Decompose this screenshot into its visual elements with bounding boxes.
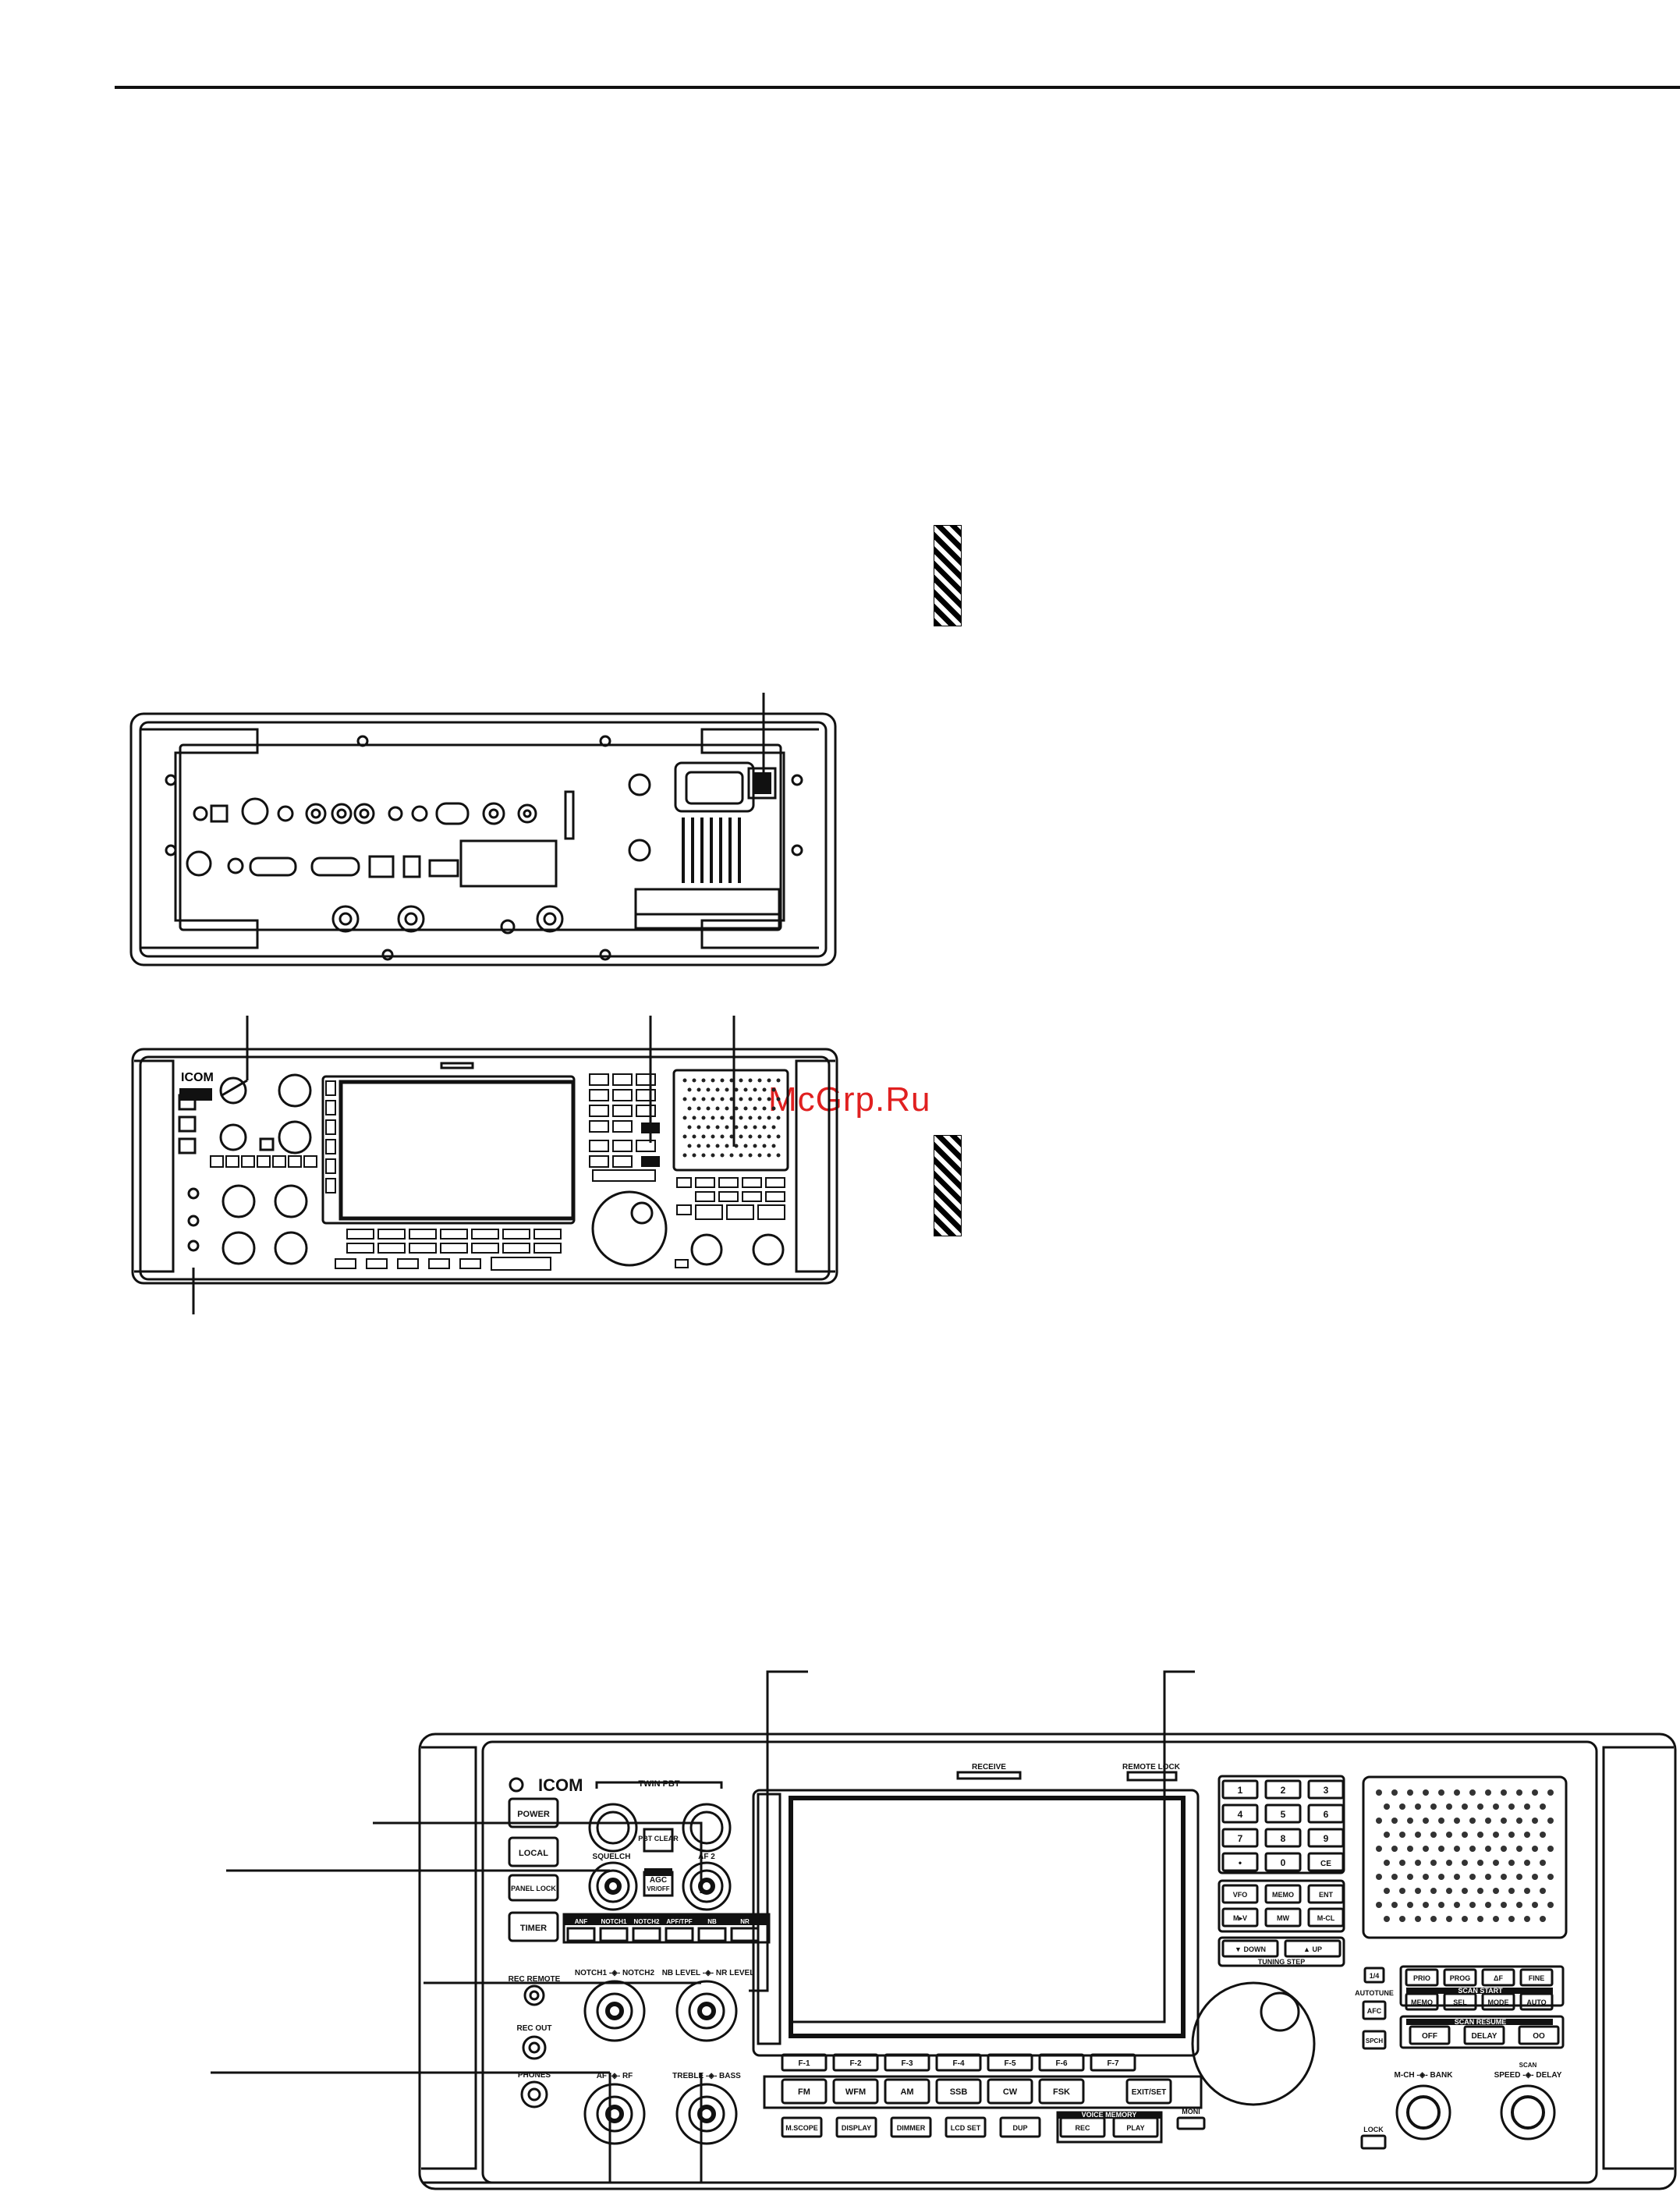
delta-f-key[interactable]: ΔF [1494,1974,1503,1982]
notch-knob-label: NOTCH1 -◈- NOTCH2 [575,1969,655,1977]
mch-bank-knob-label: M-CH -◈- BANK [1395,2071,1454,2080]
speaker-grille [1376,1789,1554,1922]
fsk-mode-key[interactable]: FSK [1053,2087,1070,2097]
key-8[interactable]: 8 [1281,1833,1286,1844]
voice-memory-label: VOICE MEMORY [1082,2111,1137,2119]
key-7[interactable]: 7 [1238,1833,1243,1844]
prog-key[interactable]: PROG [1450,1974,1471,1982]
up-key[interactable]: ▲ UP [1303,1945,1322,1953]
key-ce[interactable]: CE [1320,1860,1331,1868]
note-hatch-marker [934,525,962,626]
scan-resume-label: SCAN RESUME [1455,2018,1507,2026]
scan-mode-key[interactable]: MODE [1488,1999,1509,2006]
local-button[interactable]: LOCAL [519,1849,548,1858]
f4-key[interactable]: F-4 [953,2059,965,2068]
key-0[interactable]: 0 [1281,1857,1286,1868]
fine-key[interactable]: FINE [1529,1974,1545,1982]
afc-key[interactable]: AFC [1367,2007,1382,2015]
front-panel-small-illustration: ICOM [131,1016,838,1314]
remote-lock-label: REMOTE LOCK [1122,1763,1181,1772]
lock-label: LOCK [1363,2126,1384,2133]
play-key[interactable]: PLAY [1126,2124,1144,2132]
f3-key[interactable]: F-3 [902,2059,913,2068]
scan-auto-key[interactable]: AUTO [1526,1999,1546,2006]
squelch-label: SQUELCH [593,1853,631,1861]
f1-key[interactable]: F-1 [799,2059,810,2068]
speed-delay-knob-label: SPEED -◈- DELAY [1494,2071,1562,2080]
panel-lock-button[interactable]: PANEL LOCK [511,1885,556,1892]
down-key[interactable]: ▼ DOWN [1235,1945,1266,1953]
treble-bass-knob-label: TREBLE -◈- BASS [672,2072,741,2080]
front-panel-large-illustration: ICOM POWER LOCAL PANEL LOCK TIMER TWIN P… [211,1670,1677,2190]
mw-key[interactable]: MW [1277,1914,1289,1922]
scan-sel-key[interactable]: SEL [1453,1999,1467,2006]
spch-key[interactable]: SPCH [1366,2038,1383,2045]
key-5[interactable]: 5 [1281,1809,1286,1820]
nb-nr-knob-label: NB LEVEL -◈- NR LEVEL [662,1969,755,1977]
lcd-set-key[interactable]: LCD SET [951,2124,981,2132]
agc-button[interactable]: AGC [650,1876,667,1885]
memo-key[interactable]: MEMO [1272,1891,1294,1899]
note-hatch-marker [934,1135,962,1236]
f2-key[interactable]: F-2 [850,2059,862,2068]
scan-label: SCAN [1519,2062,1537,2069]
key-9[interactable]: 9 [1324,1833,1329,1844]
am-mode-key[interactable]: AM [900,2087,913,2097]
af2-label: AF 2 [698,1853,715,1861]
key-6[interactable]: 6 [1324,1809,1329,1820]
dup-key[interactable]: DUP [1012,2124,1027,2132]
tuning-step-label: TUNING STEP [1258,1958,1306,1966]
resume-delay-key[interactable]: DELAY [1472,2032,1497,2041]
exit-set-key[interactable]: EXIT/SET [1132,2088,1166,2097]
rec-remote-label: REC REMOTE [509,1975,561,1984]
icom-logo-small: ICOM [181,1071,214,1084]
f6-key[interactable]: F-6 [1056,2059,1068,2068]
f7-key[interactable]: F-7 [1108,2059,1119,2068]
autotune-label: AUTOTUNE [1355,1989,1394,1997]
key-3[interactable]: 3 [1324,1785,1329,1796]
agc-sub-label: VR/OFF [647,1885,669,1892]
phones-label: PHONES [518,2071,551,2080]
power-button[interactable]: POWER [517,1810,550,1819]
vfo-key[interactable]: VFO [1233,1891,1248,1899]
m-cl-key[interactable]: M-CL [1317,1914,1335,1922]
rec-key[interactable]: REC [1075,2124,1090,2132]
notch1-button[interactable]: NOTCH1 [601,1918,627,1925]
key-2[interactable]: 2 [1281,1785,1286,1796]
nr-button[interactable]: NR [740,1918,750,1925]
resume-oo-key[interactable]: OO [1533,2032,1545,2041]
rear-panel-illustration [129,693,837,966]
moni-key[interactable]: MONI [1182,2108,1200,2116]
wfm-mode-key[interactable]: WFM [845,2087,866,2097]
anf-button[interactable]: ANF [575,1918,588,1925]
pbt-clear-button[interactable]: PBT CLEAR [638,1835,679,1842]
notch2-button[interactable]: NOTCH2 [634,1918,660,1925]
rec-out-label: REC OUT [517,2024,552,2033]
quarter-key[interactable]: 1/4 [1370,1972,1380,1980]
key-1[interactable]: 1 [1238,1785,1243,1796]
scan-start-label: SCAN START [1458,1987,1503,1995]
prio-key[interactable]: PRIO [1413,1974,1430,1982]
apf-tpf-button[interactable]: APF/TPF [666,1918,692,1925]
icom-logo-large: ICOM [538,1775,583,1795]
key-4[interactable]: 4 [1238,1809,1243,1820]
scan-memo-key[interactable]: MEMO [1411,1999,1433,2006]
display-key[interactable]: DISPLAY [842,2124,871,2132]
resume-off-key[interactable]: OFF [1422,2032,1437,2041]
timer-button[interactable]: TIMER [520,1924,547,1933]
dimmer-key[interactable]: DIMMER [897,2124,926,2132]
twin-pbt-label: TWIN PBT [638,1779,679,1789]
mscope-key[interactable]: M.SCOPE [785,2124,818,2132]
cw-mode-key[interactable]: CW [1003,2087,1018,2097]
m-to-v-key[interactable]: M▸V [1233,1914,1247,1922]
f5-key[interactable]: F-5 [1005,2059,1016,2068]
ent-key[interactable]: ENT [1319,1891,1334,1899]
af-rf-knob-label: AF -◈- RF [597,2072,633,2080]
ssb-mode-key[interactable]: SSB [950,2087,968,2097]
nb-button[interactable]: NB [707,1918,717,1925]
fm-mode-key[interactable]: FM [798,2087,810,2097]
receive-indicator-label: RECEIVE [972,1763,1006,1772]
top-rule [115,86,1680,89]
key-dot[interactable]: • [1239,1857,1242,1868]
